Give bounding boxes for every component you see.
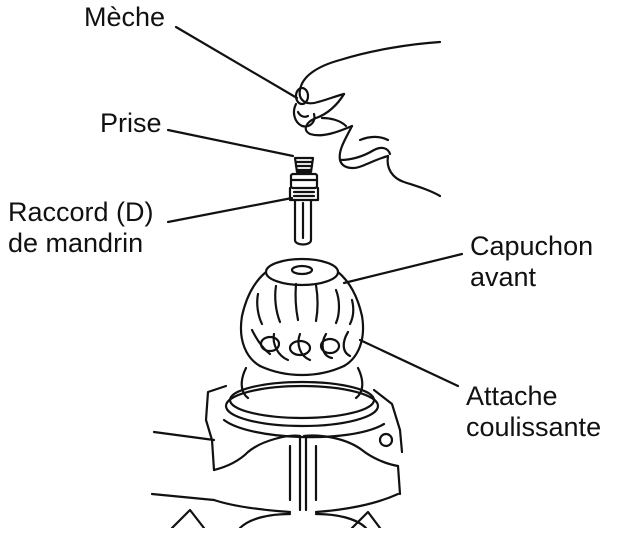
keyless-chuck-icon	[224, 257, 380, 428]
leader-line-capuchon	[342, 252, 464, 285]
leader-line-prise	[166, 128, 295, 158]
label-raccord: Raccord (D) de mandrin	[8, 197, 154, 259]
label-prise: Prise	[100, 108, 162, 138]
label-attache-line-2: coulissante	[466, 412, 602, 442]
label-raccord-line-1: Raccord (D)	[8, 197, 154, 227]
tool-body-icon	[150, 384, 404, 530]
label-attache-line-1: Attache	[466, 381, 558, 411]
label-meche: Mèche	[84, 2, 166, 32]
hand-icon	[292, 40, 442, 198]
label-capuchon: Capuchon avant	[470, 231, 593, 293]
label-capuchon-line-2: avant	[470, 262, 537, 292]
leader-line-meche	[174, 25, 299, 100]
chuck-adapter-icon	[288, 172, 320, 246]
leader-line-raccord	[166, 196, 294, 224]
label-capuchon-line-1: Capuchon	[470, 231, 594, 261]
label-raccord-line-2: de mandrin	[8, 228, 144, 258]
label-attache: Attache coulissante	[466, 381, 601, 443]
leader-line-attache	[358, 338, 460, 388]
drill-bit-icon	[293, 156, 315, 174]
